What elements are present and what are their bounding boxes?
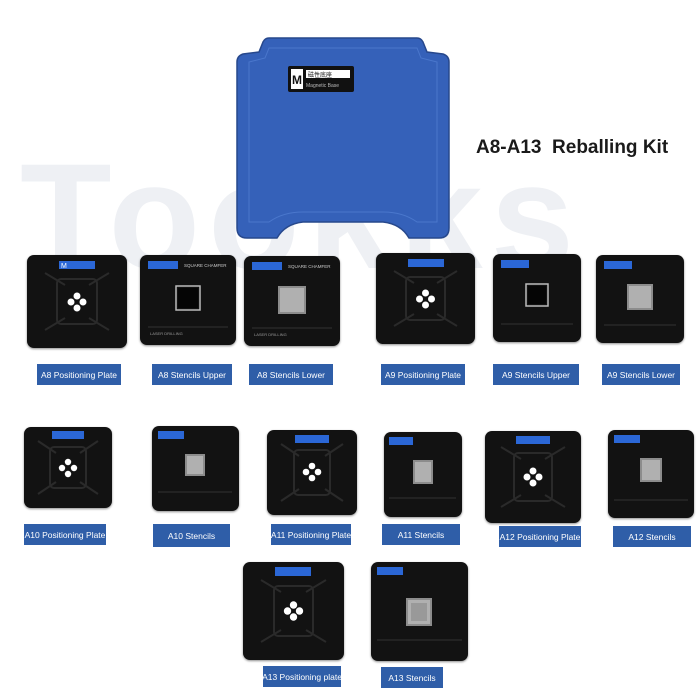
a10-positioning-plate-label: A10 Positioning Plate: [24, 524, 106, 545]
a8-stencils-lower-label: A8 Stencils Lower: [249, 364, 333, 385]
magnetic-base: M 磁性底座 Magnetic Base: [236, 37, 450, 239]
svg-text:Magnetic Base: Magnetic Base: [306, 83, 339, 89]
a8-positioning-plate-label: A8 Positioning Plate: [37, 364, 121, 385]
svg-text:M: M: [292, 73, 302, 87]
a12-positioning-plate-label: A12 Positioning Plate: [499, 526, 581, 547]
kit-title: A8-A13 Reballing Kit: [476, 137, 669, 158]
a12-stencils-label: A12 Stencils: [613, 526, 691, 547]
a13-stencils-label: A13 Stencils: [381, 667, 443, 688]
a11-positioning-plate-label: A11 Positioning Plate: [271, 524, 351, 545]
svg-text:SQUARE CHAMFER: SQUARE CHAMFER: [184, 263, 227, 268]
svg-text:LASER DRILLING: LASER DRILLING: [254, 332, 287, 337]
svg-text:LASER DRILLING: LASER DRILLING: [150, 331, 183, 336]
a9-stencils-lower-label: A9 Stencils Lower: [602, 364, 680, 385]
a8-stencils-upper-label: A8 Stencils Upper: [152, 364, 232, 385]
svg-text:SQUARE CHAMFER: SQUARE CHAMFER: [288, 264, 331, 269]
svg-text:磁性底座: 磁性底座: [308, 71, 332, 79]
a11-stencils-label: A11 Stencils: [382, 524, 460, 545]
a13-positioning-plate-label: A13 Positioning plate: [262, 666, 342, 687]
a9-stencils-upper-label: A9 Stencils Upper: [493, 364, 579, 385]
a10-stencils-label: A10 Stencils: [153, 524, 230, 547]
a9-positioning-plate-label: A9 Positioning Plate: [381, 364, 465, 385]
svg-text:M: M: [61, 263, 67, 270]
